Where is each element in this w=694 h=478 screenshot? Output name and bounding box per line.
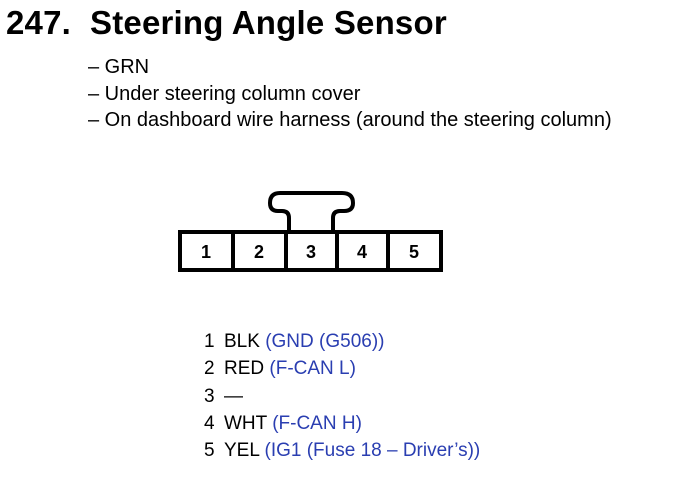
info-connector-color: – GRN (88, 56, 150, 78)
circuit-description: (GND (G506)) (265, 331, 385, 352)
pinout-row: 2 RED (F-CAN L) (204, 355, 480, 382)
wire-color: — (224, 385, 243, 407)
pin-number: 2 (204, 358, 215, 380)
pin-number: 1 (204, 331, 215, 352)
info-harness: – On dashboard wire harness (around the … (88, 109, 612, 131)
connector-pin-3: 3 (306, 242, 316, 262)
circuit-description: (F-CAN L) (269, 358, 356, 380)
pin-number: 3 (204, 385, 215, 407)
connector-pin-4: 4 (357, 242, 367, 262)
component-name: Steering Angle Sensor (90, 4, 447, 41)
pinout-row: 4 WHT (F-CAN H) (204, 410, 480, 437)
wire-color: YEL (224, 440, 260, 462)
wire-color: BLK (224, 331, 260, 352)
wire-color: RED (224, 358, 265, 380)
pin-number: 4 (204, 412, 215, 434)
component-title: 247. Steering Angle Sensor (6, 4, 447, 42)
pinout-row: 3— (204, 383, 480, 410)
pinout-row: 5 YEL (IG1 (Fuse 18 – Driver’s)) (204, 437, 480, 464)
wire-color: WHT (224, 412, 267, 434)
connector-pin-5: 5 (409, 242, 419, 262)
info-location: – Under steering column cover (88, 82, 361, 105)
connector-pin-2: 2 (254, 242, 264, 262)
connector-diagram: 1 2 3 4 5 (178, 191, 443, 272)
component-number: 247. (6, 4, 72, 41)
pinout-row: 1 BLK (GND (G506)) (204, 328, 480, 355)
connector-body (178, 230, 443, 272)
pin-number: 5 (204, 440, 215, 462)
component-info-list: – GRN – Under steering column cover – On… (88, 54, 612, 134)
connector-pin-1: 1 (201, 242, 211, 262)
circuit-description: (F-CAN H) (272, 412, 362, 434)
connector-lock-tab (268, 191, 355, 232)
circuit-description: (IG1 (Fuse 18 – Driver’s)) (264, 440, 481, 462)
